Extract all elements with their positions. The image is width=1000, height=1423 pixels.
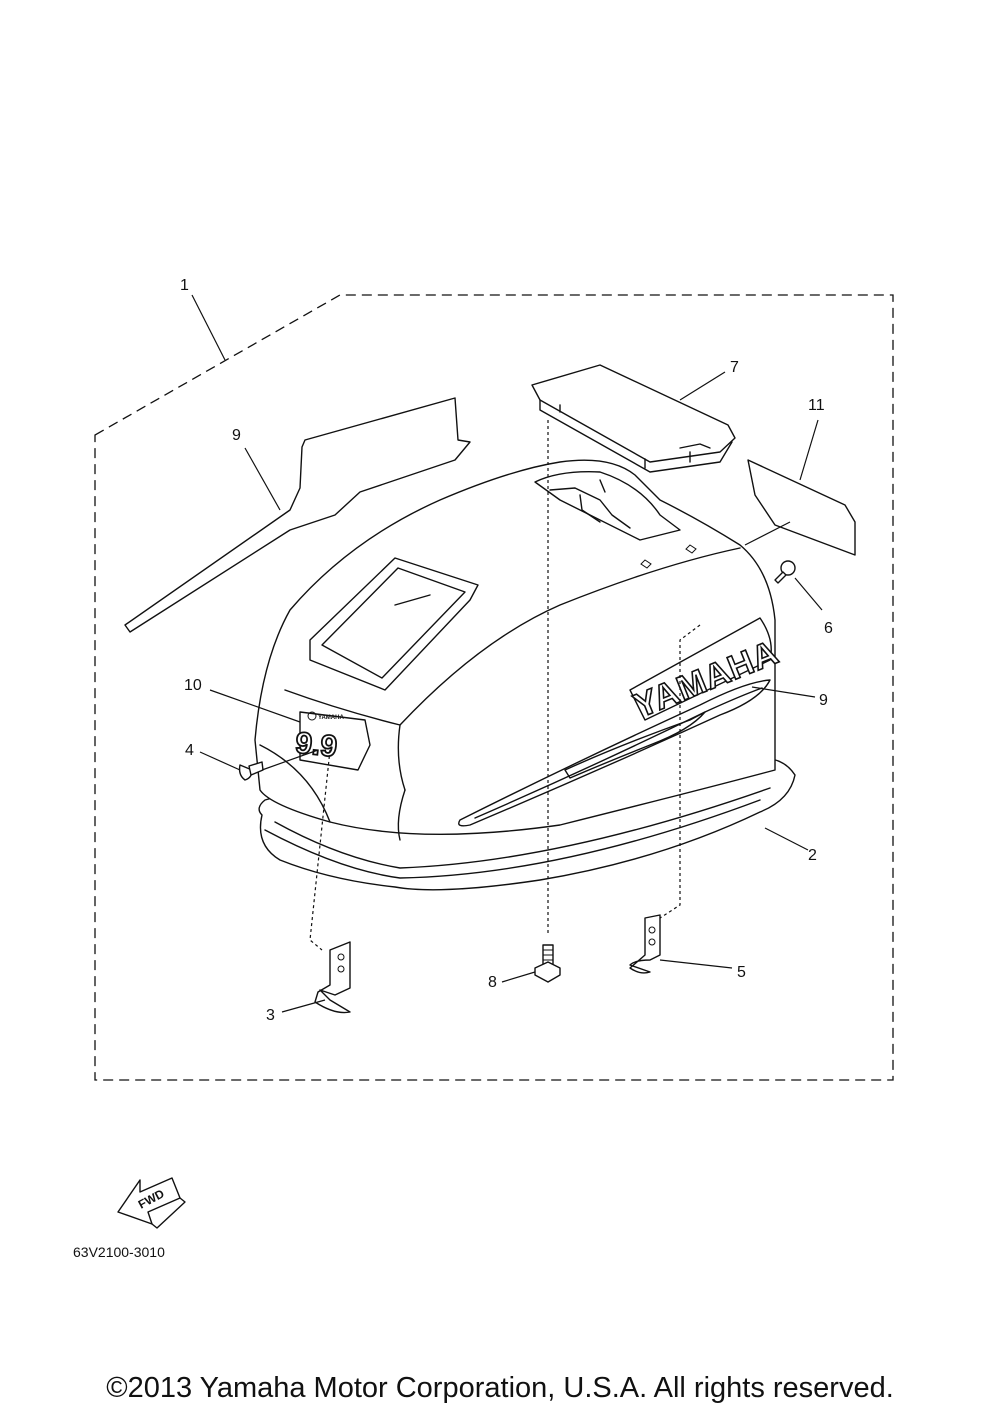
copyright-notice: ©2013 Yamaha Motor Corporation, U.S.A. A… xyxy=(106,1372,894,1404)
callout-11: 11 xyxy=(808,397,825,414)
fwd-arrow-icon xyxy=(117,1177,186,1229)
callout-6: 6 xyxy=(824,620,833,637)
callout-5: 5 xyxy=(737,964,746,981)
bracket-left xyxy=(314,941,351,1014)
callout-9-lower: 9 xyxy=(819,692,828,709)
leader-lines xyxy=(191,294,823,1013)
top-cap xyxy=(531,364,736,473)
diagram-code: 63V2100-3010 xyxy=(73,1244,165,1260)
flange-bolt xyxy=(534,944,561,983)
callout-9-upper: 9 xyxy=(232,427,241,444)
callout-4: 4 xyxy=(185,742,194,759)
badge-brand-text: YAMAHA xyxy=(318,715,344,721)
model-badge: YAMAHA 9.9 xyxy=(293,711,371,771)
bolt-right xyxy=(774,560,796,584)
callout-7: 7 xyxy=(730,359,739,376)
callout-2: 2 xyxy=(808,847,817,864)
bracket-right xyxy=(629,914,661,974)
callout-3: 3 xyxy=(266,1007,275,1024)
side-decal-plate xyxy=(747,459,856,556)
callout-1: 1 xyxy=(180,277,189,294)
callout-8: 8 xyxy=(488,974,497,991)
top-cowling xyxy=(254,459,776,841)
alignment-line-right xyxy=(659,624,701,919)
decal-strip-upper xyxy=(124,397,471,633)
badge-model-text: 9.9 xyxy=(294,727,339,764)
tuning-fork-emblem-icon xyxy=(307,711,317,721)
callout-10: 10 xyxy=(184,677,202,694)
